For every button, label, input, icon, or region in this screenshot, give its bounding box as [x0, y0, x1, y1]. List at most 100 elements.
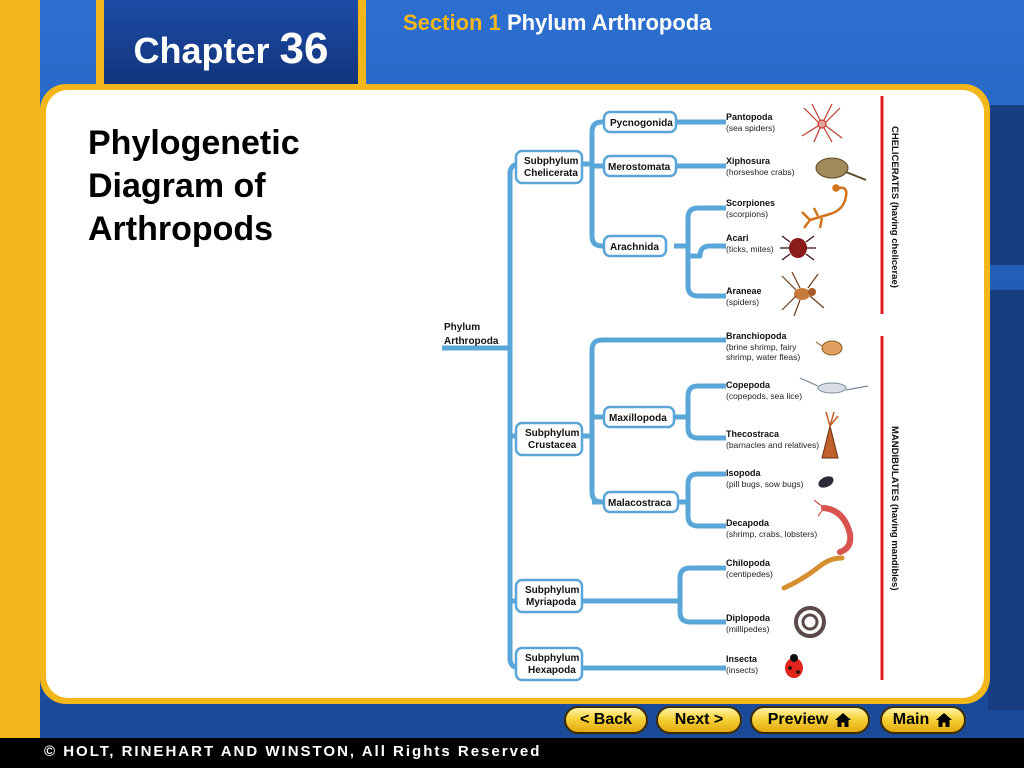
node-myriapoda-line1: Subphylum	[525, 585, 580, 596]
line-acari	[688, 243, 726, 259]
node-crustacea-line1: Subphylum	[525, 428, 580, 439]
arachnida-stem	[685, 205, 726, 299]
node-chelicerata: Subphylum Chelicerata	[514, 149, 584, 185]
svg-text:(scorpions): (scorpions)	[726, 209, 768, 219]
node-hexapoda-line1: Subphylum	[525, 653, 580, 664]
taxon-copepoda: Copepoda (copepods, sea lice)	[726, 380, 802, 401]
taxon-pantopoda: Pantopoda (sea spiders)	[726, 112, 775, 133]
pill-bug-illustration	[818, 476, 834, 488]
horseshoe-crab-illustration	[815, 157, 867, 181]
taxon-diplopoda: Diplopoda (millipedes)	[726, 613, 771, 634]
node-hexapoda-line2: Hexapoda	[528, 665, 576, 676]
next-button[interactable]: Next >	[656, 706, 742, 734]
svg-text:(copepods, sea lice): (copepods, sea lice)	[726, 391, 802, 401]
mandibulates-label: MANDIBULATES (having mandibles)	[889, 426, 900, 591]
right-accent-block	[988, 105, 1024, 265]
svg-text:(barnacles and relatives): (barnacles and relatives)	[726, 440, 819, 450]
spider-illustration	[781, 271, 825, 317]
preview-button[interactable]: Preview	[750, 706, 870, 734]
svg-text:Pantopoda: Pantopoda	[726, 112, 773, 122]
node-arachnida: Arachnida	[602, 234, 668, 258]
taxon-isopoda: Isopoda (pill bugs, sow bugs)	[726, 468, 804, 489]
taxon-acari: Acari (ticks, mites)	[726, 233, 774, 254]
svg-text:(sea spiders): (sea spiders)	[726, 123, 775, 133]
root-label-2: Arthropoda	[444, 336, 499, 347]
svg-text:(brine shrimp, fairy: (brine shrimp, fairy	[726, 342, 797, 352]
slide-heading: Phylogenetic Diagram of Arthropods	[88, 124, 300, 248]
node-malacostraca: Malacostraca	[602, 490, 680, 514]
node-maxillopoda: Maxillopoda	[602, 405, 676, 429]
footer-bar	[0, 738, 1024, 768]
svg-text:Acari: Acari	[726, 233, 749, 243]
svg-text:Araneae: Araneae	[726, 286, 762, 296]
node-myriapoda: Subphylum Myriapoda	[514, 578, 584, 614]
taxon-xiphosura: Xiphosura (horseshoe crabs)	[726, 156, 795, 177]
svg-text:(shrimp, crabs, lobsters): (shrimp, crabs, lobsters)	[726, 529, 817, 539]
svg-text:(insects): (insects)	[726, 665, 758, 675]
maxillopoda-stem	[685, 383, 726, 441]
taxon-araneae: Araneae (spiders)	[726, 286, 762, 307]
svg-text:Insecta: Insecta	[726, 654, 758, 664]
next-button-label: Next >	[674, 711, 724, 728]
svg-text:shrimp, water fleas): shrimp, water fleas)	[726, 352, 800, 362]
svg-text:(pill bugs, sow bugs): (pill bugs, sow bugs)	[726, 479, 804, 489]
brine-shrimp-illustration	[815, 340, 843, 356]
shrimp-illustration	[813, 499, 854, 555]
left-accent-stripe	[0, 0, 40, 740]
node-myriapoda-line2: Myriapoda	[526, 597, 576, 608]
chapter-label: Chapter	[133, 30, 270, 71]
svg-text:Branchiopoda: Branchiopoda	[726, 331, 787, 341]
node-chelicerata-line2: Chelicerata	[524, 168, 578, 179]
taxon-thecostraca: Thecostraca (barnacles and relatives)	[726, 429, 819, 450]
node-merostomata: Merostomata	[602, 154, 678, 178]
scorpion-illustration	[801, 184, 848, 229]
barnacle-illustration	[821, 411, 839, 459]
svg-text:Malacostraca: Malacostraca	[608, 498, 672, 509]
svg-text:(millipedes): (millipedes)	[726, 624, 770, 634]
chelicerates-label: CHELICERATES (having chelicerae)	[889, 126, 900, 288]
svg-text:Xiphosura: Xiphosura	[726, 156, 771, 166]
node-crustacea-line2: Crustacea	[528, 440, 577, 451]
svg-text:Chilopoda: Chilopoda	[726, 558, 771, 568]
svg-text:(centipedes): (centipedes)	[726, 569, 773, 579]
main-button[interactable]: Main	[880, 706, 966, 734]
node-crustacea: Subphylum Crustacea	[514, 421, 584, 457]
svg-text:Merostomata: Merostomata	[608, 162, 671, 173]
chelicerata-stem	[589, 119, 634, 249]
svg-text:(spiders): (spiders)	[726, 297, 759, 307]
main-button-label: Main	[892, 711, 930, 728]
taxon-decapoda: Decapoda (shrimp, crabs, lobsters)	[726, 518, 817, 539]
tick-illustration	[780, 235, 816, 261]
crustacea-stem	[589, 337, 603, 505]
svg-text:Isopoda: Isopoda	[726, 468, 761, 478]
taxon-chilopoda: Chilopoda (centipedes)	[726, 558, 773, 579]
node-hexapoda: Subphylum Hexapoda	[514, 646, 584, 682]
svg-text:(horseshoe crabs): (horseshoe crabs)	[726, 167, 795, 177]
myriapoda-stem	[677, 565, 726, 625]
section-title: Section 1 Phylum Arthropoda	[403, 10, 711, 36]
home-icon	[936, 713, 953, 727]
ladybug-illustration	[785, 654, 803, 678]
back-button[interactable]: < Back	[564, 706, 648, 734]
section-number: Section 1	[403, 10, 501, 35]
copyright-text: © HOLT, RINEHART AND WINSTON, All Rights…	[44, 743, 542, 760]
section-name: Phylum Arthropoda	[506, 10, 712, 35]
node-pycnogonida: Pycnogonida	[602, 110, 678, 134]
svg-text:Decapoda: Decapoda	[726, 518, 770, 528]
millipede-illustration	[794, 606, 826, 638]
centipede-illustration	[781, 555, 845, 591]
sea-spider-illustration	[801, 103, 843, 143]
svg-text:Arachnida: Arachnida	[610, 242, 659, 253]
svg-text:Pycnogonida: Pycnogonida	[610, 118, 673, 129]
copepod-illustration	[799, 377, 869, 394]
svg-text:Diplopoda: Diplopoda	[726, 613, 771, 623]
svg-text:Maxillopoda: Maxillopoda	[609, 413, 667, 424]
taxon-scorpiones: Scorpiones (scorpions)	[726, 198, 775, 219]
node-chelicerata-line1: Subphylum	[524, 156, 579, 167]
home-icon	[835, 713, 852, 727]
taxon-branchiopoda: Branchiopoda (brine shrimp, fairy shrimp…	[726, 331, 800, 362]
taxon-insecta: Insecta (insects)	[726, 654, 758, 675]
svg-text:Scorpiones: Scorpiones	[726, 198, 775, 208]
phylogenetic-diagram: Phylum Arthropoda Subphylum Chelicerata …	[442, 96, 900, 682]
root-label-1: Phylum	[444, 322, 480, 333]
